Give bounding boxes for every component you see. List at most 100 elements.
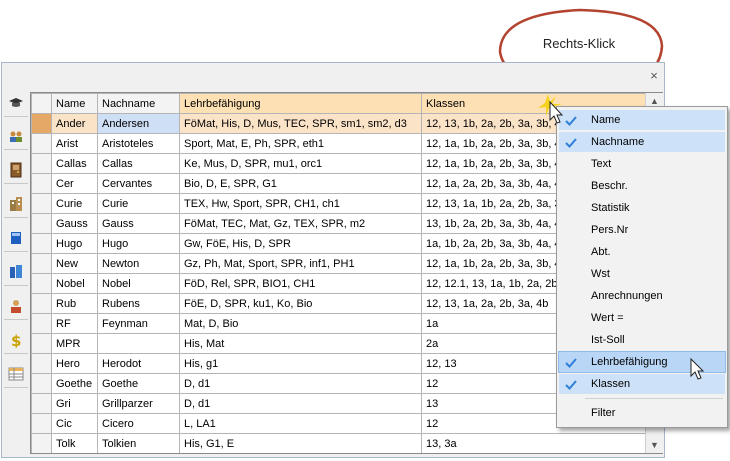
cell-lehrbefaehigung[interactable]: Gw, FöE, His, D, SPR: [179, 233, 422, 254]
row-header[interactable]: [31, 313, 52, 334]
cell-lehrbefaehigung[interactable]: FöMat, His, D, Mus, TEC, SPR, sm1, sm2, …: [179, 113, 422, 134]
menu-item-anrechnungen[interactable]: Anrechnungen: [559, 286, 725, 306]
cell-nachname[interactable]: [97, 333, 180, 354]
graduation-cap-icon[interactable]: [4, 90, 28, 117]
cell-nachname[interactable]: Grillparzer: [97, 393, 180, 414]
cell-nachname[interactable]: Gauss: [97, 213, 180, 234]
menu-item-wst[interactable]: Wst: [559, 264, 725, 284]
cell-nachname[interactable]: Hugo: [97, 233, 180, 254]
scroll-up-icon[interactable]: ▲: [650, 96, 659, 106]
cell-lehrbefaehigung[interactable]: WR, wr1, WR1: [180, 454, 422, 455]
cell-name[interactable]: Cic: [51, 413, 98, 434]
cell-name[interactable]: Callas: [51, 153, 98, 174]
cell-lehrbefaehigung[interactable]: FöD, Rel, SPR, BIO1, CH1: [179, 273, 422, 294]
menu-item-abt[interactable]: Abt.: [559, 242, 725, 262]
row-header[interactable]: [31, 173, 52, 194]
menu-item-wert[interactable]: Wert =: [559, 308, 725, 328]
cell-lehrbefaehigung[interactable]: Ke, Mus, D, SPR, mu1, orc1: [179, 153, 422, 174]
row-header[interactable]: [31, 153, 52, 174]
cell-lehrbefaehigung[interactable]: TEX, Hw, Sport, SPR, CH1, ch1: [179, 193, 422, 214]
row-header[interactable]: [31, 353, 52, 374]
column-header-lehrbefaehigung[interactable]: Lehrbefähigung: [179, 93, 422, 114]
cell-lehrbefaehigung[interactable]: Mat, D, Bio: [179, 313, 422, 334]
cell-nachname[interactable]: Cicero: [97, 413, 180, 434]
cell-nachname[interactable]: Herodot: [97, 353, 180, 374]
cell-nachname[interactable]: Andersen: [97, 113, 180, 134]
cell-name[interactable]: Gri: [51, 393, 98, 414]
cell-lehrbefaehigung[interactable]: FöMat, TEC, Mat, Gz, TEX, SPR, m2: [179, 213, 422, 234]
column-header-name[interactable]: Name: [51, 93, 98, 114]
cell-lehrbefaehigung[interactable]: D, d1: [179, 393, 422, 414]
cell-nachname[interactable]: Curie: [97, 193, 180, 214]
cell-klassen[interactable]: 12, 13: [422, 454, 648, 455]
menu-item-lehrbefähigung[interactable]: Lehrbefähigung: [558, 351, 726, 373]
cell-name[interactable]: Marx: [52, 454, 98, 455]
cell-name[interactable]: New: [51, 253, 98, 274]
cell-nachname[interactable]: Newton: [97, 253, 180, 274]
cell-name[interactable]: Ander: [51, 113, 98, 134]
cell-nachname[interactable]: Nobel: [97, 273, 180, 294]
cell-lehrbefaehigung[interactable]: His, G1, E: [179, 433, 422, 453]
row-header[interactable]: [31, 273, 52, 294]
column-header-nachname[interactable]: Nachname: [97, 93, 180, 114]
cell-name[interactable]: Tolk: [51, 433, 98, 453]
cell-name[interactable]: MPR: [51, 333, 98, 354]
cell-nachname[interactable]: Aristoteles: [97, 133, 180, 154]
cell-lehrbefaehigung[interactable]: Sport, Mat, E, Ph, SPR, eth1: [179, 133, 422, 154]
cell-nachname[interactable]: Tolkien: [97, 433, 180, 453]
cell-nachname[interactable]: Goethe: [97, 373, 180, 394]
cell-name[interactable]: Cer: [51, 173, 98, 194]
menu-item-text[interactable]: Text: [559, 154, 725, 174]
menu-item-filter[interactable]: Filter: [559, 403, 725, 423]
row-header[interactable]: [31, 213, 52, 234]
cell-klassen[interactable]: 13, 3a: [421, 433, 648, 453]
cell-name[interactable]: Arist: [51, 133, 98, 154]
row-header[interactable]: [31, 373, 52, 394]
cell-name[interactable]: Rub: [51, 293, 98, 314]
door-icon[interactable]: [4, 157, 28, 184]
cell-lehrbefaehigung[interactable]: Gz, Ph, Mat, Sport, SPR, inf1, PH1: [179, 253, 422, 274]
dollar-icon[interactable]: $: [4, 327, 28, 354]
cell-name[interactable]: Nobel: [51, 273, 98, 294]
cell-nachname[interactable]: Callas: [97, 153, 180, 174]
menu-item-statistik[interactable]: Statistik: [559, 198, 725, 218]
row-header[interactable]: [31, 133, 52, 154]
cell-nachname[interactable]: Feynman: [97, 313, 180, 334]
cell-name[interactable]: Hugo: [51, 233, 98, 254]
cell-nachname[interactable]: Marx: [98, 454, 180, 455]
row-header[interactable]: [31, 253, 52, 274]
cell-lehrbefaehigung[interactable]: His, Mat: [179, 333, 422, 354]
cell-nachname[interactable]: Rubens: [97, 293, 180, 314]
menu-item-ist-soll[interactable]: Ist-Soll: [559, 330, 725, 350]
close-icon[interactable]: ×: [650, 68, 658, 83]
table-row[interactable]: MarxMarxWR, wr1, WR112, 13: [32, 454, 648, 455]
row-header[interactable]: [31, 433, 52, 453]
row-header[interactable]: [31, 233, 52, 254]
building-icon[interactable]: [4, 191, 28, 218]
cell-name[interactable]: Gauss: [51, 213, 98, 234]
cell-name[interactable]: Curie: [51, 193, 98, 214]
cell-lehrbefaehigung[interactable]: L, LA1: [179, 413, 422, 434]
cell-lehrbefaehigung[interactable]: Bio, D, E, SPR, G1: [179, 173, 422, 194]
people-icon[interactable]: [4, 123, 28, 150]
cell-name[interactable]: RF: [51, 313, 98, 334]
person-icon[interactable]: [4, 293, 28, 320]
book-icon[interactable]: [4, 225, 28, 252]
scroll-down-icon[interactable]: ▼: [650, 440, 659, 450]
row-header[interactable]: [31, 333, 52, 354]
menu-item-beschr[interactable]: Beschr.: [559, 176, 725, 196]
cell-lehrbefaehigung[interactable]: D, d1: [179, 373, 422, 394]
cell-lehrbefaehigung[interactable]: His, g1: [179, 353, 422, 374]
menu-item-nachname[interactable]: Nachname: [559, 132, 725, 152]
row-header[interactable]: [31, 413, 52, 434]
table-icon[interactable]: [4, 361, 28, 388]
books-icon[interactable]: [4, 259, 28, 286]
cell-name[interactable]: Goethe: [51, 373, 98, 394]
cell-name[interactable]: Hero: [51, 353, 98, 374]
row-header[interactable]: [31, 293, 52, 314]
menu-item-klassen[interactable]: Klassen: [559, 374, 725, 394]
row-header[interactable]: [31, 113, 52, 134]
